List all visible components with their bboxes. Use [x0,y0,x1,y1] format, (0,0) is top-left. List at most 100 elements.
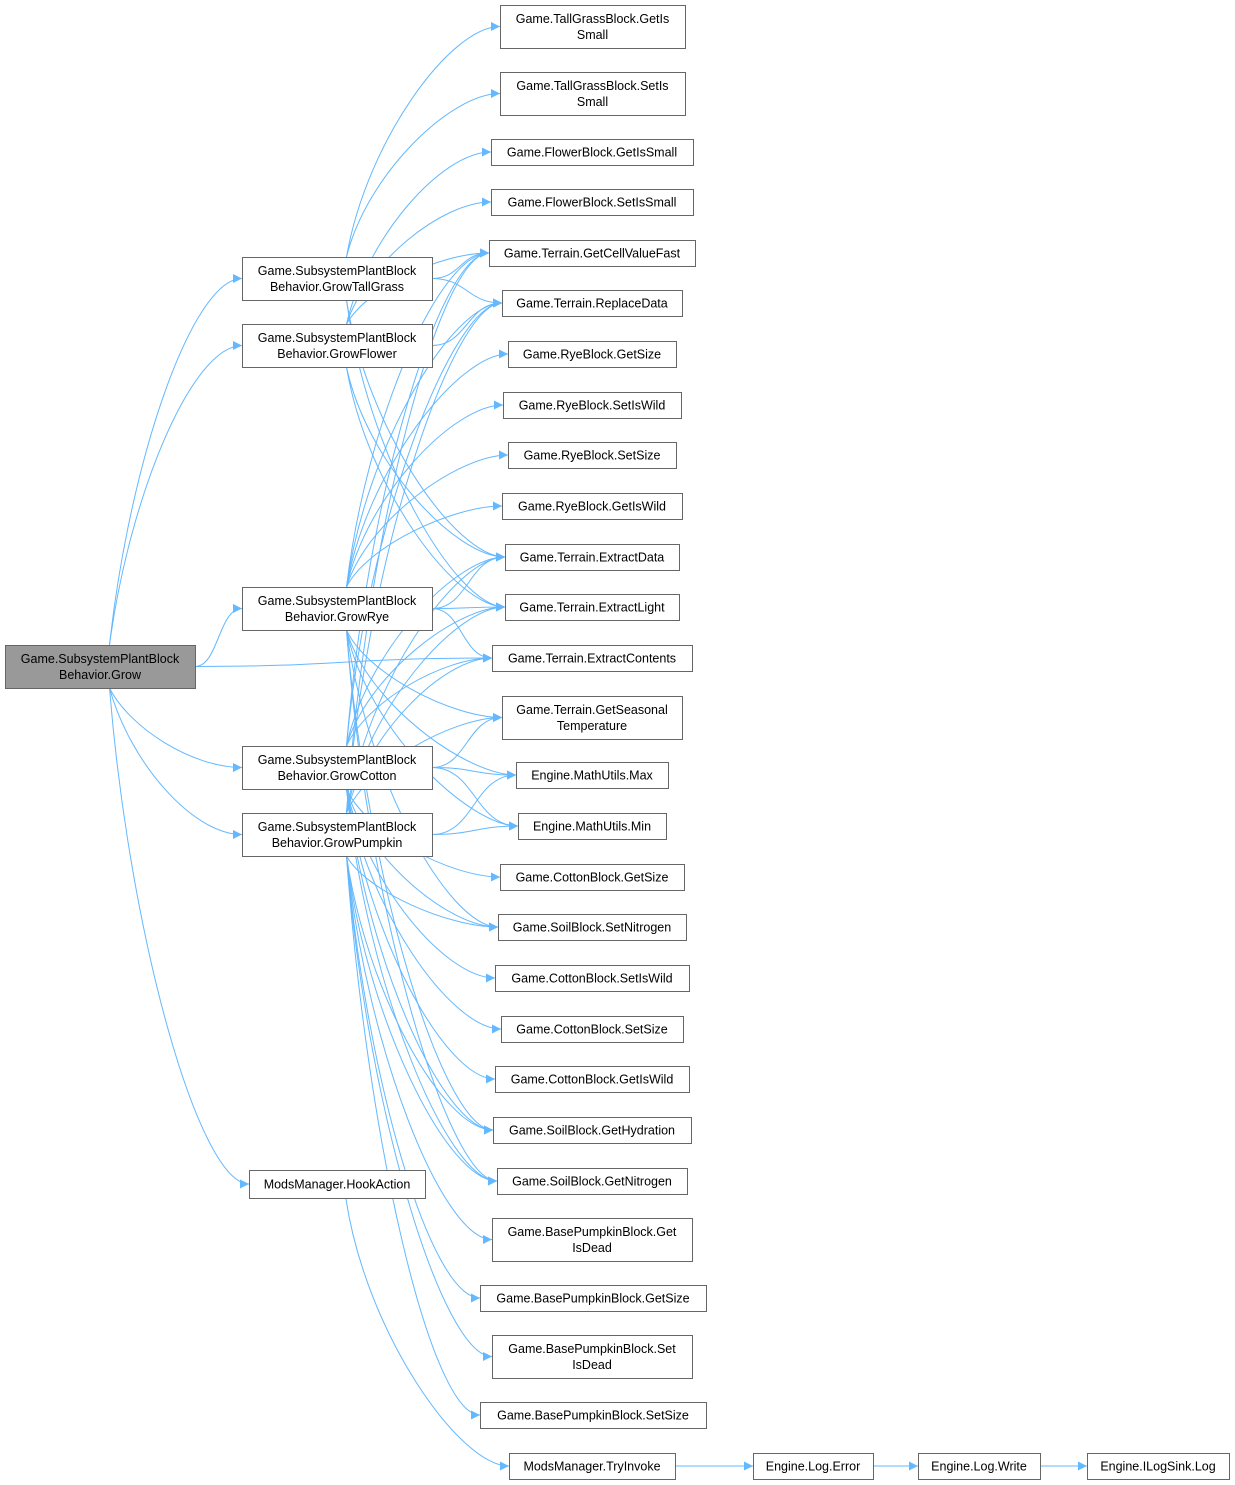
node-box [480,1285,707,1312]
edge-grow-to-cotton [109,687,243,772]
node-fl_get[interactable]: Game.FlowerBlock.GetIsSmall [491,139,694,166]
node-exc[interactable]: Game.Terrain.ExtractContents [492,645,693,672]
node-max[interactable]: Engine.MathUtils.Max [516,762,669,789]
edge-rye-to-rye_gs [346,349,509,588]
node-hyd[interactable]: Game.SoilBlock.GetHydration [493,1117,692,1144]
node-co_siw[interactable]: Game.CottonBlock.SetIsWild [495,965,690,992]
node-tg_set[interactable]: Game.TallGrassBlock.SetIsSmall [500,72,686,116]
node-box [505,594,680,621]
edge-hook-to-try [345,1197,510,1471]
edge-grow-to-pumpkin [109,687,243,839]
edge-cotton-to-exc [346,653,493,747]
edge-rye-to-rye_ss [346,450,509,588]
node-box [492,645,693,672]
node-gcvf[interactable]: Game.Terrain.GetCellValueFast [489,240,696,267]
node-repl[interactable]: Game.Terrain.ReplaceData [502,290,683,317]
node-box [491,139,694,166]
node-box [249,1170,426,1199]
node-box [501,1016,684,1043]
node-try[interactable]: ModsManager.TryInvoke [509,1453,676,1480]
node-label: Game.BasePumpkinBlock.Get [508,1225,677,1239]
node-label: Game.Terrain.GetCellValueFast [504,247,681,261]
node-box [491,189,694,216]
node-label: Game.Terrain.ReplaceData [516,297,668,311]
node-box [753,1453,874,1480]
node-co_giw[interactable]: Game.CottonBlock.GetIsWild [495,1066,690,1093]
edge-rye-to-hyd [346,629,494,1135]
node-cotton[interactable]: Game.SubsystemPlantBlockBehavior.GrowCot… [242,746,433,790]
node-label: Engine.MathUtils.Min [533,820,651,834]
node-label: Game.CottonBlock.SetSize [516,1023,668,1037]
node-tg_get[interactable]: Game.TallGrassBlock.GetIsSmall [500,5,686,49]
edge-tallgrass-to-tg_set [346,89,501,258]
node-box [242,813,433,857]
node-box [509,1453,676,1480]
edge-cotton-to-max [431,767,517,780]
node-lerr[interactable]: Engine.Log.Error [753,1453,874,1480]
node-sink[interactable]: Engine.ILogSink.Log [1087,1453,1230,1480]
node-box [480,1402,707,1429]
node-pk_gs[interactable]: Game.BasePumpkinBlock.GetSize [480,1285,707,1312]
node-label: Behavior.GrowRye [285,610,389,624]
node-box [242,746,433,790]
node-label: Engine.ILogSink.Log [1100,1460,1215,1474]
node-exd[interactable]: Game.Terrain.ExtractData [505,544,680,571]
node-fl_set[interactable]: Game.FlowerBlock.SetIsSmall [491,189,694,216]
node-co_ss[interactable]: Game.CottonBlock.SetSize [501,1016,684,1043]
edge-flower-to-repl [431,298,503,346]
edge-rye-to-exd [431,552,506,609]
nodes: Game.SubsystemPlantBlockBehavior.GrowGam… [5,5,1230,1480]
node-label: Game.SoilBlock.SetNitrogen [513,921,671,935]
node-label: Game.TallGrassBlock.SetIs [516,79,668,93]
node-label: Game.RyeBlock.GetIsWild [518,500,666,514]
node-label: Game.CottonBlock.GetIsWild [511,1073,674,1087]
node-exl[interactable]: Game.Terrain.ExtractLight [505,594,680,621]
node-label: Game.SoilBlock.GetHydration [509,1124,675,1138]
node-label: Temperature [557,719,627,733]
node-rye_siw[interactable]: Game.RyeBlock.SetIsWild [503,392,682,419]
node-box [242,324,433,368]
node-label: Game.Terrain.ExtractData [520,551,665,565]
edge-flower-to-fl_set [346,197,492,325]
node-hook[interactable]: ModsManager.HookAction [249,1170,426,1199]
node-label: Game.BasePumpkinBlock.SetSize [497,1409,689,1423]
node-flower[interactable]: Game.SubsystemPlantBlockBehavior.GrowFlo… [242,324,433,368]
node-pumpkin[interactable]: Game.SubsystemPlantBlockBehavior.GrowPum… [242,813,433,857]
node-label: Game.SubsystemPlantBlock [258,594,417,608]
edge-pumpkin-to-gcvf [346,248,490,814]
edge-cotton-to-seas [431,713,503,768]
node-setn[interactable]: Game.SoilBlock.SetNitrogen [498,914,687,941]
node-rye_giw[interactable]: Game.RyeBlock.GetIsWild [502,493,683,520]
node-label: Behavior.GrowPumpkin [272,836,403,850]
node-co_gs[interactable]: Game.CottonBlock.GetSize [500,864,685,891]
node-min[interactable]: Engine.MathUtils.Min [518,813,667,840]
node-label: Game.SubsystemPlantBlock [258,820,417,834]
edge-rye-to-getn [346,629,498,1186]
node-pk_ss[interactable]: Game.BasePumpkinBlock.SetSize [480,1402,707,1429]
node-box [500,864,685,891]
node-box [503,392,682,419]
node-tallgrass[interactable]: Game.SubsystemPlantBlockBehavior.GrowTal… [242,257,433,301]
node-getn[interactable]: Game.SoilBlock.GetNitrogen [497,1168,688,1195]
edge-grow-to-rye [194,604,243,667]
node-label: ModsManager.HookAction [264,1178,411,1192]
edge-tallgrass-to-repl [431,278,503,308]
node-label: Game.SubsystemPlantBlock [258,753,417,767]
node-label: Game.BasePumpkinBlock.Set [508,1342,676,1356]
node-label: Game.SubsystemPlantBlock [258,264,417,278]
node-box [508,341,677,368]
edge-pumpkin-to-repl [346,298,503,814]
node-box [5,645,196,689]
node-lwri[interactable]: Engine.Log.Write [918,1453,1041,1480]
node-rye_ss[interactable]: Game.RyeBlock.SetSize [508,442,677,469]
edge-pumpkin-to-min [431,821,519,835]
node-rye_gs[interactable]: Game.RyeBlock.GetSize [508,341,677,368]
node-label: Behavior.Grow [59,668,142,682]
edge-pumpkin-to-pk_sid [346,855,493,1361]
node-label: Engine.MathUtils.Max [531,769,653,783]
